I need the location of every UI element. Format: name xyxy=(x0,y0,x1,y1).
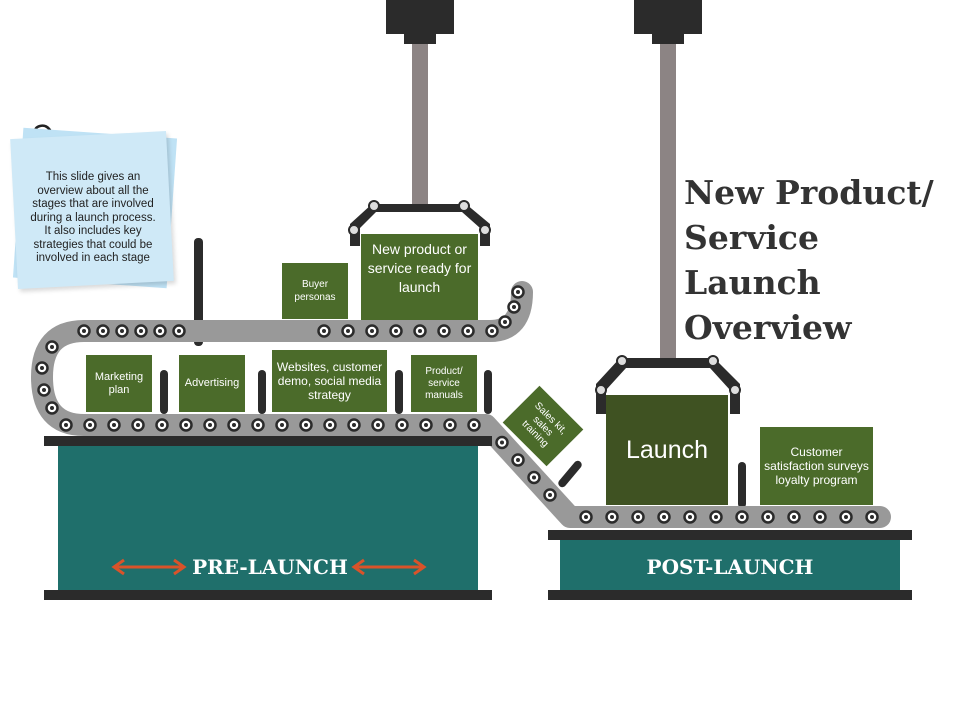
roller-hub xyxy=(516,458,520,462)
double-arrow-right xyxy=(351,558,427,576)
roller-hub xyxy=(740,515,744,519)
roller-hub xyxy=(448,423,452,427)
roller-hub xyxy=(418,329,422,333)
roller-hub xyxy=(42,388,46,392)
roller-hub xyxy=(376,423,380,427)
buyer-personas-box: Buyer personas xyxy=(282,263,348,319)
roller-hub xyxy=(139,329,143,333)
roller-hub xyxy=(177,329,181,333)
roller-hub xyxy=(352,423,356,427)
roller-hub xyxy=(584,515,588,519)
roller-hub xyxy=(64,423,68,427)
roller-hub xyxy=(400,423,404,427)
roller-hub xyxy=(610,515,614,519)
websites-box: Websites, customer demo, social media st… xyxy=(272,350,387,412)
page-title: New Product/ Service Launch Overview xyxy=(684,173,934,347)
roller-hub xyxy=(40,366,44,370)
roller-hub xyxy=(208,423,212,427)
roller-hub xyxy=(424,423,428,427)
advertising-box: Advertising xyxy=(179,355,245,412)
roller-hub xyxy=(112,423,116,427)
roller-hub xyxy=(532,475,536,480)
left-robot-arm xyxy=(348,0,491,246)
roller-hub xyxy=(328,423,332,427)
double-arrow-left xyxy=(111,558,187,576)
roller-hub xyxy=(322,329,326,333)
roller-hub xyxy=(844,515,848,519)
marketing-plan-box: Marketing plan xyxy=(86,355,152,412)
roller-hub xyxy=(160,423,164,427)
roller-hub xyxy=(714,515,718,519)
sticky-note: This slide gives an overview about all t… xyxy=(10,127,178,289)
roller-hub xyxy=(50,406,54,410)
pre-launch-label: PRE-LAUNCH xyxy=(192,555,348,579)
roller-hub xyxy=(394,329,398,333)
roller-hub xyxy=(136,423,140,427)
roller-hub xyxy=(158,329,162,333)
roller-hub xyxy=(346,329,350,333)
roller-hub xyxy=(101,329,105,333)
roller-hub xyxy=(280,423,284,427)
roller-hub xyxy=(184,423,188,427)
post-launch-label: POST-LAUNCH xyxy=(646,555,814,579)
roller-hub xyxy=(82,329,86,333)
new-product-box: New product or service ready for launch xyxy=(361,234,478,320)
conveyor-rollers xyxy=(35,285,879,524)
roller-hub xyxy=(503,320,507,324)
roller-hub xyxy=(442,329,446,333)
launch-box: Launch xyxy=(606,395,728,505)
manuals-box: Product/ service manuals xyxy=(411,355,477,412)
roller-hub xyxy=(766,515,770,519)
roller-hub xyxy=(120,329,124,333)
roller-hub xyxy=(490,329,494,333)
post-launch-base xyxy=(548,530,912,600)
customer-surveys-box: Customer satisfaction surveys loyalty pr… xyxy=(760,427,873,505)
roller-hub xyxy=(472,423,476,427)
sticky-note-text: This slide gives an overview about all t… xyxy=(30,171,156,264)
roller-hub xyxy=(370,329,374,333)
roller-hub xyxy=(662,515,666,519)
roller-hub xyxy=(256,423,260,427)
poles xyxy=(160,238,746,508)
roller-hub xyxy=(512,305,516,309)
pre-launch-base xyxy=(44,436,492,600)
roller-hub xyxy=(50,345,54,349)
roller-hub xyxy=(792,515,796,519)
roller-hub xyxy=(232,423,236,427)
roller-hub xyxy=(88,423,92,427)
roller-hub xyxy=(818,515,822,519)
roller-hub xyxy=(688,515,692,519)
roller-hub xyxy=(466,329,470,333)
right-robot-arm xyxy=(595,0,741,414)
roller-hub xyxy=(548,493,552,497)
roller-hub xyxy=(636,515,640,519)
roller-hub xyxy=(304,423,308,427)
roller-hub xyxy=(870,515,874,519)
roller-hub xyxy=(516,290,520,294)
roller-hub xyxy=(500,440,504,445)
